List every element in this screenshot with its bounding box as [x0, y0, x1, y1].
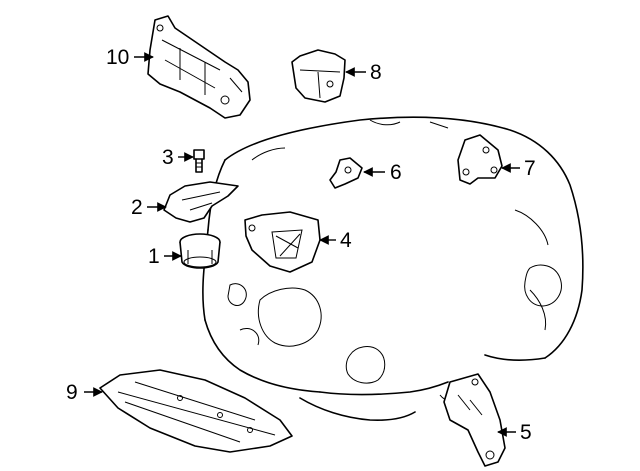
callout-label-7: 7: [524, 157, 536, 180]
callout-6: 6: [363, 161, 402, 184]
part-1-rubber-mount: [179, 233, 221, 269]
callout-label-6: 6: [390, 161, 402, 184]
callout-5: 5: [497, 421, 532, 444]
callout-label-4: 4: [340, 229, 352, 252]
callout-label-8: 8: [370, 61, 382, 84]
callout-9: 9: [66, 381, 103, 404]
part-8-mount-cushion: [291, 49, 346, 103]
part-9-skid-plate: [99, 369, 293, 453]
part-2-heat-shield: [163, 181, 239, 223]
callout-4: 4: [319, 229, 352, 252]
callout-10: 10: [106, 46, 154, 69]
part-10-engine-bracket: [147, 15, 251, 119]
part-5-lower-bracket: [443, 373, 506, 467]
callout-label-1: 1: [148, 245, 160, 268]
callout-3: 3: [162, 146, 194, 169]
callout-8: 8: [345, 61, 382, 84]
callout-1: 1: [148, 245, 182, 268]
callout-7: 7: [501, 157, 536, 180]
callout-2: 2: [131, 196, 167, 219]
callout-label-5: 5: [520, 421, 532, 444]
part-3-bolt: [193, 149, 205, 173]
callout-label-3: 3: [162, 146, 174, 169]
callout-label-10: 10: [106, 46, 129, 69]
transmission-outline: [202, 116, 584, 421]
part-4-transmission-bracket: [244, 211, 321, 273]
part-7-side-bracket: [457, 134, 503, 185]
callout-label-2: 2: [131, 196, 143, 219]
part-6-clip: [329, 157, 363, 189]
callout-label-9: 9: [66, 381, 78, 404]
